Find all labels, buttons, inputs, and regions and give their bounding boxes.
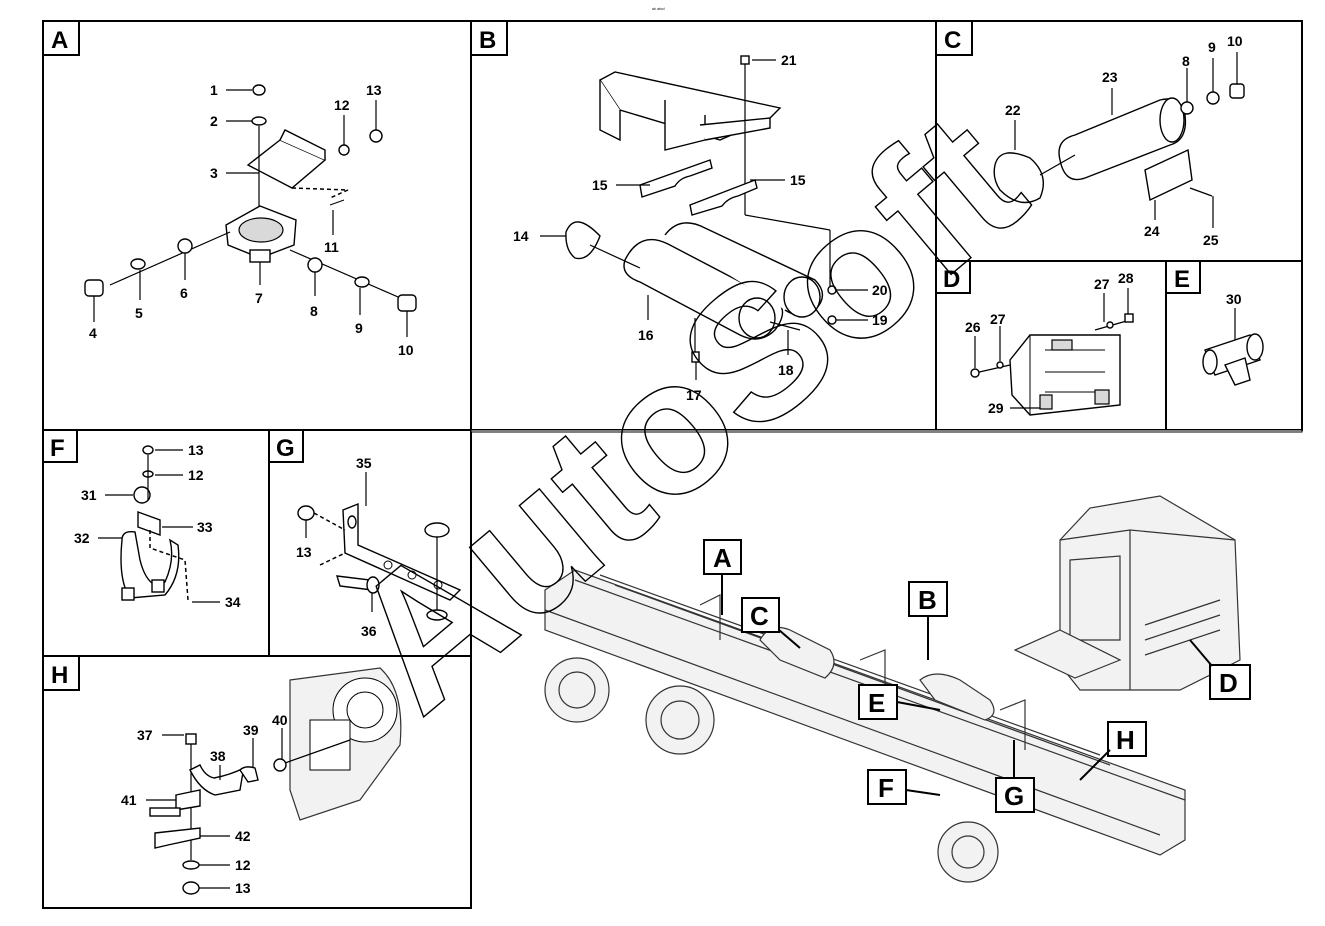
label-a-9: 9 — [355, 320, 363, 336]
panel-c-letter: C — [944, 27, 961, 54]
panel-a-letter: A — [51, 27, 68, 54]
callout-d-text: D — [1219, 668, 1238, 698]
label-g-35: 35 — [356, 455, 372, 471]
label-c-8: 8 — [1182, 53, 1190, 69]
callout-g-text: G — [1004, 781, 1024, 811]
label-a-5: 5 — [135, 305, 143, 321]
panel-d-letter: D — [943, 266, 960, 293]
label-g-36: 36 — [361, 623, 377, 639]
label-c-10: 10 — [1227, 33, 1243, 49]
label-h-40: 40 — [272, 712, 288, 728]
label-a-12: 12 — [334, 97, 350, 113]
label-a-3: 3 — [210, 165, 218, 181]
callout-e: E — [858, 684, 941, 720]
label-c-25: 25 — [1203, 232, 1219, 248]
label-a-7: 7 — [255, 290, 263, 306]
panel-g-letter: G — [276, 435, 295, 462]
callout-a: A — [703, 539, 742, 615]
label-a-6: 6 — [180, 285, 188, 301]
top-mark: ᵃᵇ ᵃᵇᶜᵈ — [652, 7, 665, 13]
label-b-19: 19 — [872, 312, 888, 328]
label-d-26: 26 — [965, 319, 981, 335]
label-a-13: 13 — [366, 82, 382, 98]
label-h-39: 39 — [243, 722, 259, 738]
label-a-10: 10 — [398, 342, 414, 358]
label-f-31: 31 — [81, 487, 97, 503]
callout-f: F — [867, 769, 941, 805]
callout-c: C — [741, 597, 801, 649]
label-b-18: 18 — [778, 362, 794, 378]
label-a-11: 11 — [324, 239, 339, 255]
label-a-4: 4 — [89, 325, 97, 341]
panel-a: A 1 2 3 13 12 11 4 — [42, 20, 472, 431]
label-h-38: 38 — [210, 748, 226, 764]
label-g-13: 13 — [296, 544, 312, 560]
callout-f-text: F — [878, 773, 894, 803]
panel-h: H 37 38 39 40 41 42 12 13 — [42, 655, 472, 909]
label-d-29: 29 — [988, 400, 1004, 416]
label-d-28: 28 — [1118, 270, 1134, 286]
panel-f-letter: F — [50, 435, 65, 462]
label-f-32: 32 — [74, 530, 90, 546]
callout-a-text: A — [713, 543, 732, 573]
panel-e-letter: E — [1174, 266, 1190, 293]
label-b-21: 21 — [781, 52, 797, 68]
label-b-15-right: 15 — [790, 172, 806, 188]
label-b-17: 17 — [686, 387, 702, 403]
panel-e: E 30 — [1165, 260, 1303, 431]
label-b-15-left: 15 — [592, 177, 608, 193]
label-f-13: 13 — [188, 442, 204, 458]
label-d-27-right: 27 — [1094, 276, 1110, 292]
label-e-30: 30 — [1226, 291, 1242, 307]
callout-b: B — [908, 581, 948, 660]
label-h-12: 12 — [235, 857, 251, 873]
label-d-27-left: 27 — [990, 311, 1006, 327]
panel-c: C 10 9 8 23 22 24 25 — [935, 20, 1303, 262]
label-c-23: 23 — [1102, 69, 1118, 85]
label-c-9: 9 — [1208, 39, 1216, 55]
label-h-41: 41 — [121, 792, 137, 808]
callout-g: G — [995, 740, 1035, 813]
label-a-1: 1 — [210, 82, 218, 98]
panel-d: D 27 28 26 27 29 — [935, 260, 1167, 431]
label-f-33: 33 — [197, 519, 213, 535]
panel-b-letter: B — [479, 27, 496, 54]
callout-c-text: C — [750, 601, 769, 631]
label-f-34: 34 — [225, 594, 241, 610]
label-a-2: 2 — [210, 113, 218, 129]
label-b-14: 14 — [513, 228, 529, 244]
panel-b: B 21 15 15 14 16 17 — [470, 20, 937, 431]
callout-b-text: B — [918, 585, 937, 615]
label-b-16: 16 — [638, 327, 654, 343]
callout-h: H — [1079, 721, 1147, 781]
label-h-13: 13 — [235, 880, 251, 896]
callout-e-text: E — [868, 688, 885, 718]
panel-h-letter: H — [51, 662, 68, 689]
callout-h-text: H — [1116, 725, 1135, 755]
label-a-8: 8 — [310, 303, 318, 319]
label-h-42: 42 — [235, 828, 251, 844]
label-h-37: 37 — [137, 727, 153, 743]
label-c-22: 22 — [1005, 102, 1021, 118]
label-f-12: 12 — [188, 467, 204, 483]
panel-f: F 13 12 31 33 32 34 — [42, 429, 270, 657]
label-b-20: 20 — [872, 282, 888, 298]
label-c-24: 24 — [1144, 223, 1160, 239]
panel-g: G 35 13 36 — [268, 429, 472, 657]
callout-d: D — [1189, 639, 1251, 700]
